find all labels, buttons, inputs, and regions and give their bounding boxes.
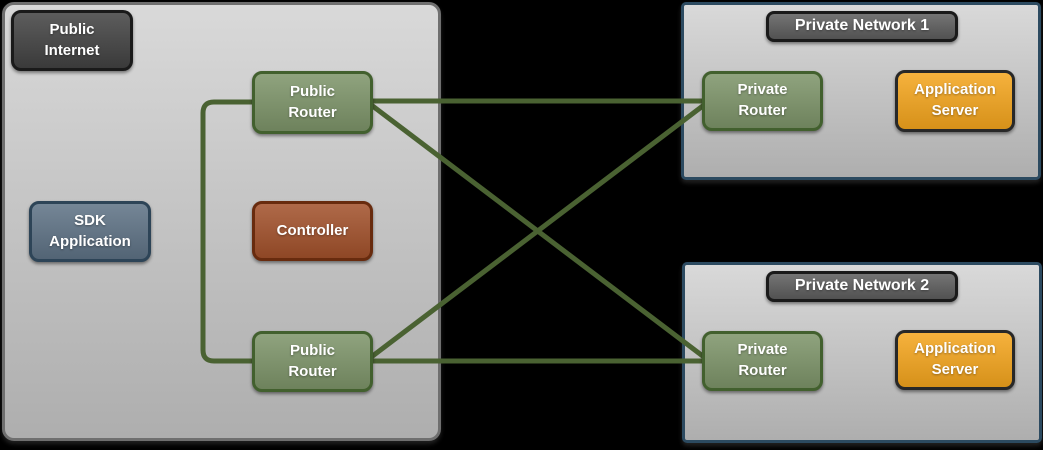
application-server-1-node: Application Server	[895, 70, 1015, 132]
application-server-2-node: Application Server	[895, 330, 1015, 390]
controller-node: Controller	[252, 201, 373, 261]
private-router-2-node: Private Router	[702, 331, 823, 391]
private-network-1-label: Private Network 1	[766, 11, 958, 42]
private-router-1-node: Private Router	[702, 71, 823, 131]
private-network-2-label: Private Network 2	[766, 271, 958, 302]
sdk-application-node: SDK Application	[29, 201, 151, 262]
public-internet-label: Public Internet	[11, 10, 133, 71]
public-router-bottom-node: Public Router	[252, 331, 373, 392]
public-router-top-node: Public Router	[252, 71, 373, 134]
